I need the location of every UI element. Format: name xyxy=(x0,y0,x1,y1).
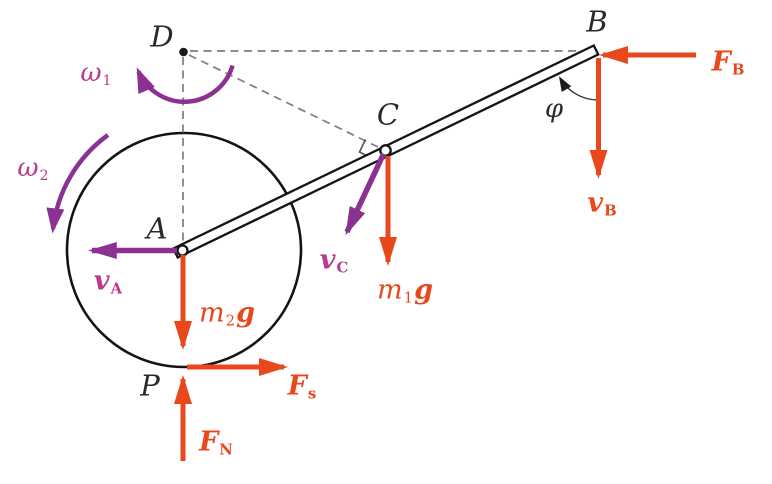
omega1-subscript: 1 xyxy=(102,73,112,89)
fb-label: FB xyxy=(711,46,745,79)
vc-symbol: v xyxy=(319,244,336,276)
phi-label: φ xyxy=(545,96,563,122)
point-label-b-text: B xyxy=(586,4,608,39)
m2g-mass-symbol: m xyxy=(199,297,225,329)
wheel-circle xyxy=(65,131,303,369)
omega2-arc xyxy=(46,133,110,234)
omega1-arc xyxy=(136,64,235,104)
m2g-g-symbol: g xyxy=(236,297,255,329)
fs-symbol: F xyxy=(287,370,307,402)
va-subscript: A xyxy=(110,279,123,298)
omega2-subscript: 2 xyxy=(39,168,49,184)
m2g-subscript: 2 xyxy=(225,311,236,330)
fb-subscript: B xyxy=(731,60,745,79)
dashed-line-dc xyxy=(188,54,379,148)
fs-subscript: s xyxy=(307,384,317,403)
point-label-p: P xyxy=(140,368,160,403)
m1g-label: m1g xyxy=(377,274,433,307)
m2g-label: m2g xyxy=(199,297,255,330)
vb-symbol: v xyxy=(587,187,604,219)
va-label: vA xyxy=(93,265,123,298)
vc-label: vC xyxy=(319,244,349,277)
point-label-b: B xyxy=(586,4,608,39)
fb-symbol: F xyxy=(711,46,731,78)
point-label-d: D xyxy=(150,19,174,54)
point-d-dot xyxy=(179,47,188,57)
fn-symbol: F xyxy=(199,426,219,458)
point-label-c: C xyxy=(376,97,400,132)
omega1-symbol: ω xyxy=(80,58,102,88)
phi-label-text: φ xyxy=(544,94,564,124)
omega1-label: ω1 xyxy=(80,58,112,89)
omega2-label: ω2 xyxy=(17,153,49,184)
point-label-a-text: A xyxy=(146,211,168,246)
fn-subscript: N xyxy=(219,440,233,459)
point-label-d-text: D xyxy=(150,19,174,54)
m1g-g-symbol: g xyxy=(414,274,433,306)
va-symbol: v xyxy=(93,265,110,297)
pin-a xyxy=(176,244,189,257)
vb-subscript: B xyxy=(604,201,617,220)
m1g-mass-symbol: m xyxy=(377,274,403,306)
point-label-p-text: P xyxy=(140,368,160,403)
omega2-symbol: ω xyxy=(17,153,39,183)
vc-subscript: C xyxy=(336,258,349,277)
fn-label: FN xyxy=(199,426,233,459)
vb-label: vB xyxy=(587,187,617,220)
m1g-subscript: 1 xyxy=(403,288,414,307)
point-label-c-text: C xyxy=(376,97,400,132)
fs-label: Fs xyxy=(287,370,317,403)
point-label-a: A xyxy=(146,211,168,246)
velocity-vc-arrow xyxy=(344,152,386,236)
phi-angle-arc xyxy=(558,76,598,101)
